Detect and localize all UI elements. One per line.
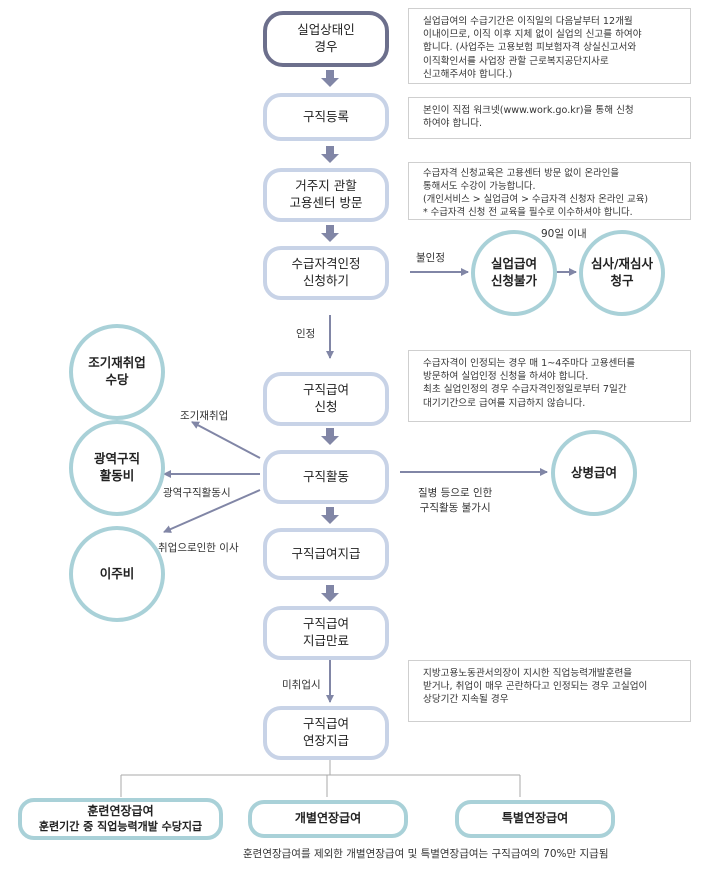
- step-payment: 구직급여지급: [263, 528, 389, 580]
- note-extension-condition: 지방고용노동관서의장이 지시한 직업능력개발훈련을 받거나, 취업이 매우 곤란…: [408, 660, 691, 722]
- down-arrow-6: [321, 585, 339, 602]
- down-arrow-5: [321, 507, 339, 524]
- step-job-search: 구직활동: [263, 450, 389, 504]
- extension-individual-title: 개별연장급여: [294, 811, 362, 826]
- label-relocation-move: 취업으로인한 이사: [158, 542, 239, 554]
- down-arrow-4: [321, 428, 339, 445]
- step-payment-end: 구직급여 지급만료: [263, 606, 389, 660]
- step-apply-qualification: 수급자격인정 신청하기: [263, 246, 389, 300]
- note-unemployment-recognition: 수급자격이 인정되는 경우 매 1~4주마다 고용센터를 방문하여 실업인정 신…: [408, 350, 691, 422]
- label-early-reemployment: 조기재취업: [180, 410, 229, 422]
- step-apply-benefit: 구직급여 신청: [263, 372, 389, 426]
- extension-training: 훈련연장급여 훈련기간 중 직업능력개발 수당지급: [18, 798, 223, 840]
- down-arrow-1: [321, 70, 339, 87]
- extension-training-subtitle: 훈련기간 중 직업능력개발 수당지급: [38, 819, 203, 833]
- extension-special-title: 특별연장급여: [501, 811, 569, 826]
- label-within-90-days: 90일 이내: [541, 228, 587, 240]
- label-not-approved: 불인정: [416, 252, 445, 264]
- circle-early-reemployment: 조기재취업 수당: [69, 324, 165, 420]
- extension-training-title: 훈련연장급여: [87, 804, 154, 819]
- label-sickness-reason: 질병 등으로 인한 구직활동 불가시: [418, 487, 493, 514]
- note-worknet: 본인이 직접 워크넷(www.work.go.kr)을 통해 신청 하여야 합니…: [408, 97, 691, 139]
- down-arrow-3: [321, 225, 339, 242]
- label-not-employed: 미취업시: [282, 679, 321, 691]
- circle-rejected: 실업급여 신청불가: [471, 230, 557, 316]
- extension-individual: 개별연장급여: [248, 800, 408, 838]
- extension-footnote: 훈련연장급여를 제외한 개별연장급여 및 특별연장급여는 구직급여의 70%만 …: [243, 848, 609, 860]
- circle-wide-area: 광역구직 활동비: [69, 420, 165, 516]
- step-visit-center: 거주지 관할 고용센터 방문: [263, 168, 389, 222]
- circle-appeal: 심사/재심사 청구: [579, 230, 665, 316]
- arrow-relocation: [163, 489, 261, 533]
- arrow-early-reemployment: [191, 421, 261, 459]
- note-claim-period: 실업급여의 수급기간은 이직일의 다음날부터 12개월 이내이므로, 이직 이후…: [408, 8, 691, 84]
- down-arrows: [321, 70, 339, 602]
- step-job-registration: 구직등록: [263, 93, 389, 141]
- extension-branch-lines: [120, 759, 521, 797]
- circle-relocation: 이주비: [69, 526, 165, 622]
- step-unemployed: 실업상태인 경우: [263, 11, 389, 67]
- down-arrow-2: [321, 146, 339, 163]
- step-extended: 구직급여 연장지급: [263, 706, 389, 760]
- extension-special: 특별연장급여: [455, 800, 615, 838]
- label-wide-area-activity: 광역구직활동시: [163, 487, 231, 499]
- circle-sickness: 상병급여: [551, 430, 637, 516]
- note-online-education: 수급자격 신청교육은 고용센터 방문 없이 온라인을 통해서도 수강이 가능합니…: [408, 162, 691, 220]
- label-approved: 인정: [296, 328, 316, 340]
